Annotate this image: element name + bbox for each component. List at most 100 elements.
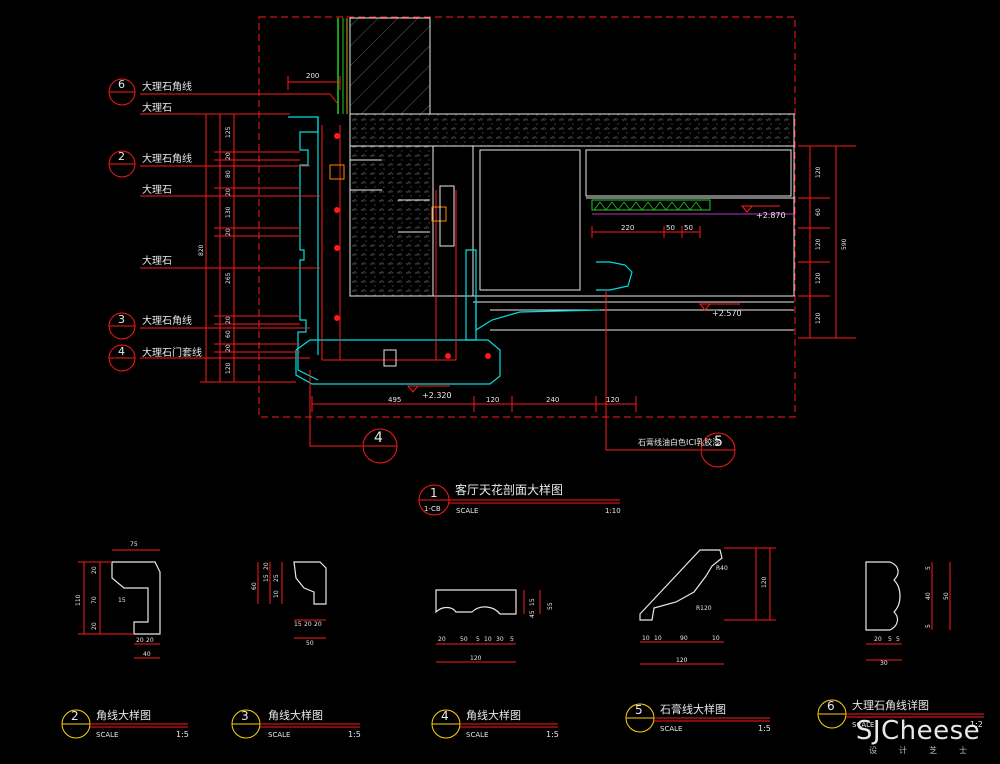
callout-label-6: 大理石角线	[142, 314, 192, 327]
d3-dim-2: 15	[263, 574, 270, 582]
sub-scale-3: 1:5	[348, 730, 361, 739]
d2-dim-0: 75	[130, 541, 138, 548]
sub-title-2: 2 角线大样图 SCALE 1:5	[61, 708, 189, 739]
rdim-1: 60	[815, 208, 822, 216]
sub-scale-label-2: SCALE	[96, 731, 118, 739]
profile-4	[435, 589, 517, 615]
main-scale-label: SCALE	[456, 507, 478, 515]
main-scale-value: 1:10	[605, 507, 621, 515]
top-dimension: 200	[287, 72, 341, 90]
callout-label-7: 大理石门套线	[142, 346, 202, 359]
sub-scale-label-5: SCALE	[660, 725, 682, 733]
sub-scale-5: 1:5	[758, 724, 771, 733]
d4-dim-4: 30	[496, 636, 504, 643]
elevation-2570: +2.570	[712, 309, 742, 318]
right-dimension-chain	[798, 145, 856, 339]
d4-dim-5: 5	[510, 636, 514, 643]
d3-dim-7: 20	[314, 621, 322, 628]
sub-num-6: 6	[827, 699, 835, 713]
note-text: 石膏线油白色ICI乳胶漆	[638, 437, 720, 447]
d6-dim-0: 5	[925, 566, 932, 570]
sub-title-text-4: 角线大样图	[466, 708, 521, 722]
d2-dim-3: 20	[91, 622, 98, 630]
ldim-3: 20	[225, 188, 232, 196]
sub-detail-5: R40 R120 120 10 10 90 10 120	[639, 547, 776, 665]
profile-3	[293, 561, 327, 605]
sub-title-5: 5 石膏线大样图 SCALE 1:5	[625, 702, 771, 733]
d2-dim-6: 20	[136, 637, 144, 644]
d2-dim-2: 70	[91, 596, 98, 604]
rdim-total: 590	[841, 238, 848, 250]
sub-scale-4: 1:5	[546, 730, 559, 739]
left-dimension-chain	[200, 113, 300, 383]
d4-dim-8: 45	[529, 610, 536, 618]
bdim-1: 120	[486, 396, 499, 404]
watermark-sub: 设计芝士	[869, 746, 989, 755]
d3-dim-1: 20	[263, 562, 270, 570]
profile-5	[639, 549, 723, 621]
d2-dim-4: 110	[75, 594, 82, 606]
concrete-slab	[349, 113, 795, 147]
d4-dim-0: 20	[438, 636, 446, 643]
main-title: 客厅天花剖面大样图	[455, 482, 563, 497]
d5-dim-6: 10	[712, 635, 720, 642]
d4-dim-7: 15	[529, 598, 536, 606]
sub-num-3: 3	[241, 709, 249, 723]
callout-label-3: 大理石角线	[142, 152, 192, 165]
bolts	[329, 159, 455, 367]
callout-num-6: 6	[118, 78, 125, 91]
bottom-dimension-chain: 495 120 240 120	[311, 396, 637, 412]
section-markers	[309, 290, 736, 468]
d5-dim-3: 10	[642, 635, 650, 642]
sub-title-text-2: 角线大样图	[96, 708, 151, 722]
d3-dim-3: 25	[273, 574, 280, 582]
idim-1: 50	[666, 224, 675, 232]
callout-label-1: 大理石角线	[142, 80, 192, 93]
ldim-2: 80	[225, 170, 232, 178]
section-mark-5: 5	[714, 434, 723, 450]
d3-dim-4: 10	[273, 590, 280, 598]
right-dimension-values: 120 60 120 120 120 590	[815, 166, 848, 324]
sub-scale-label-6: SCALE	[852, 721, 874, 729]
callout-label-2: 大理石	[142, 101, 172, 114]
d2-dim-5: 15	[118, 597, 126, 604]
profile-2	[111, 561, 161, 635]
rdim-4: 120	[815, 312, 822, 324]
sub-title-4: 4 角线大样图 SCALE 1:5	[431, 708, 559, 739]
sub-scale-label-4: SCALE	[466, 731, 488, 739]
d5-dim-1: R120	[696, 605, 712, 612]
d6-dim-6: 5	[896, 636, 900, 643]
main-section-detail: 6 大理石角线 大理石 2 大理石角线 大理石 大理石 3 大理石角线 4 大理…	[108, 16, 856, 516]
watermark: SJCheese 设计芝士	[848, 717, 988, 756]
callout-label-5: 大理石	[142, 254, 172, 267]
d2-dim-1: 20	[91, 566, 98, 574]
d5-dim-4: 10	[654, 635, 662, 642]
ldim-7: 20	[225, 316, 232, 324]
profile-6	[865, 561, 901, 631]
d6-dim-5: 5	[888, 636, 892, 643]
callout-num-4: 4	[118, 345, 125, 358]
ldim-4: 130	[225, 206, 232, 218]
sub-num-2: 2	[71, 709, 79, 723]
elevation-2870: +2.870	[756, 211, 786, 220]
sub-scale-6: 1:2	[970, 720, 983, 729]
bdim-2: 240	[546, 396, 559, 404]
ceiling-light-band	[591, 199, 794, 215]
ldim-10: 120	[225, 362, 232, 374]
callout-label-4: 大理石	[142, 183, 172, 196]
rdim-2: 120	[815, 238, 822, 250]
ceiling-frame	[432, 145, 795, 331]
section-mark-4: 4	[374, 430, 383, 446]
rdim-0: 120	[815, 166, 822, 178]
d4-dim-9: 55	[547, 602, 554, 610]
callout-num-3: 3	[118, 313, 125, 326]
ldim-8: 60	[225, 330, 232, 338]
d2-dim-8: 40	[143, 651, 151, 658]
idim-0: 220	[621, 224, 634, 232]
d3-dim-6: 20	[304, 621, 312, 628]
ldim-0: 125	[225, 126, 232, 138]
idim-2: 50	[684, 224, 693, 232]
anchors	[321, 125, 491, 361]
d3-dim-0: 60	[251, 582, 258, 590]
main-badge-sub: 1-CB	[424, 505, 441, 513]
